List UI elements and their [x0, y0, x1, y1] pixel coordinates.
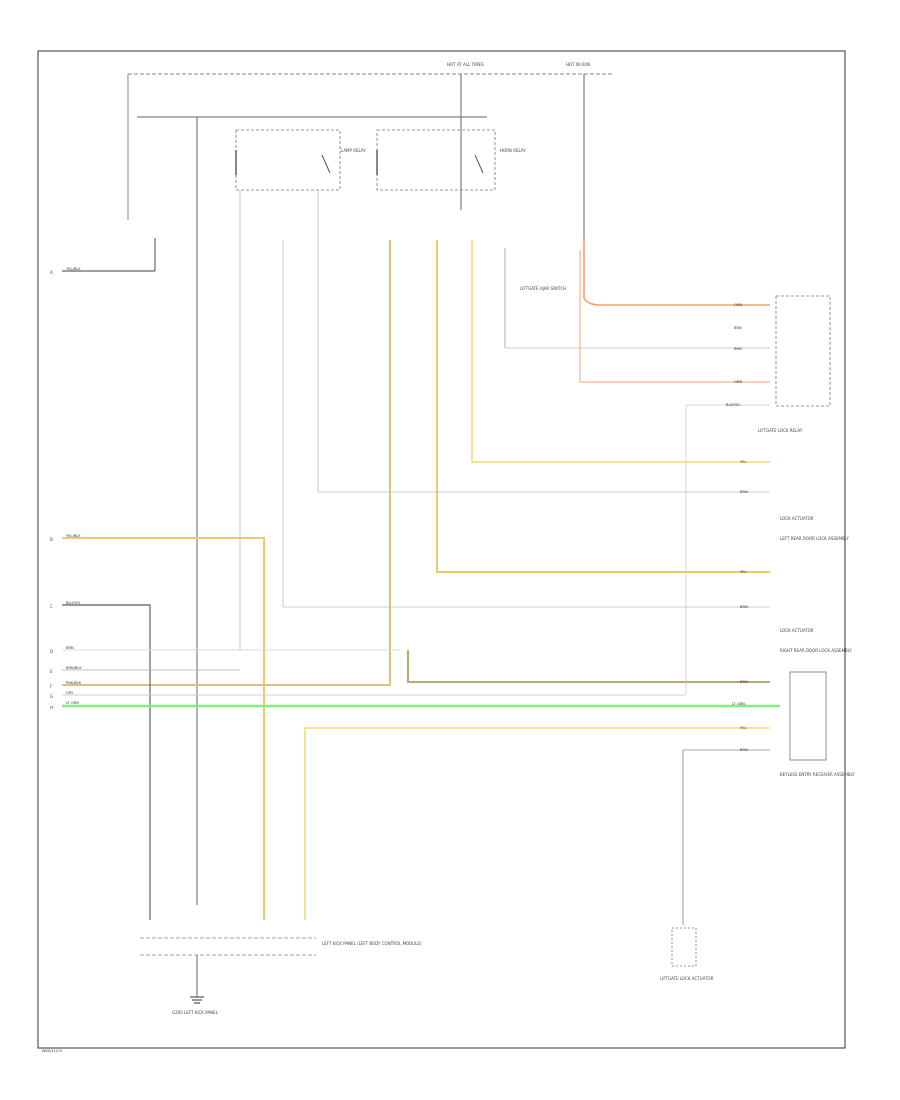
component-label-1: LIFTGATE LOCK RELAY	[758, 428, 803, 433]
bottom-label-2: G200 LEFT KICK PANEL	[172, 1010, 219, 1015]
left-marker-H: H	[50, 705, 53, 710]
right-wire-8: YEL	[740, 570, 746, 574]
wire-yellow-3	[62, 537, 265, 920]
component-label-2: LOCK ACTUATOR	[780, 516, 814, 521]
left-wire-6: PNK/BLK	[66, 681, 82, 685]
wire-right-drop	[685, 404, 770, 695]
right-wire-5: BLK/YEL	[726, 403, 741, 407]
wire-grey-2	[62, 604, 151, 920]
right-wire-1: ORN	[734, 303, 742, 307]
left-marker-G: G	[50, 694, 53, 699]
component-label-3: LEFT REAR DOOR LOCK ASSEMBLY	[780, 536, 849, 541]
wire-keyless	[682, 749, 770, 925]
left-wire-8: LT GRN	[66, 701, 79, 705]
right-wire-13: BRN	[740, 748, 748, 752]
right-wire-9: BRN	[740, 605, 748, 609]
relay-contact-1	[321, 154, 331, 174]
wire-orange-1	[583, 238, 770, 306]
wire-yellow-1	[471, 240, 770, 463]
actuator-label: LIFTGATE AJAR SWITCH	[520, 286, 566, 291]
right-wire-10: BRN	[740, 680, 748, 684]
diagram-frame	[37, 50, 846, 1049]
relay-contact-2	[474, 154, 484, 174]
left-wire-5: BRN/BLK	[66, 666, 82, 670]
switch-label-2: HORN RELAY	[500, 148, 526, 153]
diagram-id-code: W00/11/CV	[42, 1049, 63, 1053]
wire-brown-right	[407, 650, 770, 683]
component-label-4: LOCK ACTUATOR	[780, 628, 814, 633]
bottom-label-1: LEFT KICK PANEL (LEFT BODY CONTROL MODUL…	[322, 941, 422, 946]
top-label-1: HOT AT ALL TIMES	[447, 62, 484, 67]
wire-yellow-4	[304, 727, 770, 920]
right-wire-3: BRN	[734, 347, 742, 351]
left-wire-3: BLU/YEL	[66, 601, 81, 605]
left-marker-E: E	[50, 669, 53, 674]
right-wire-7: BRN	[740, 490, 748, 494]
component-label-5: RIGHT REAR DOOR LOCK ASSEMBLY	[780, 648, 852, 653]
left-wire-1: YEL/BLK	[66, 267, 81, 271]
assembly-keyless	[789, 671, 827, 761]
switch-label-1: LAMP RELAY	[341, 148, 366, 153]
liftgate-actuator-box	[671, 927, 697, 967]
right-wire-6: YEL	[740, 460, 746, 464]
left-marker-D: D	[50, 649, 53, 654]
component-label-6: KEYLESS ENTRY RECEIVER ASSEMBLY	[780, 772, 855, 777]
left-wire-4: BRN	[66, 646, 74, 650]
wire-yellow-2	[436, 240, 770, 573]
assembly-liftgate-relay	[775, 295, 831, 407]
left-marker-C: C	[50, 604, 53, 609]
right-wire-4: ORN	[734, 380, 742, 384]
left-wire-2: YEL/BLK	[66, 534, 81, 538]
right-wire-2: BRN	[734, 326, 742, 330]
right-wire-12: YEL	[740, 726, 746, 730]
left-marker-A: A	[50, 270, 53, 275]
right-wire-11: LT GRN	[732, 702, 745, 706]
top-label-2: HOT IN RUN	[566, 62, 590, 67]
ground-icon	[190, 996, 204, 1004]
left-marker-F: F	[50, 684, 53, 689]
wire-yellow-5	[62, 240, 391, 686]
left-marker-B: B	[50, 537, 53, 542]
bottom-label-3: LIFTGATE LOCK ACTUATOR	[660, 976, 714, 981]
wire-orange-2	[579, 250, 770, 383]
left-wire-7: GRY	[66, 691, 74, 695]
